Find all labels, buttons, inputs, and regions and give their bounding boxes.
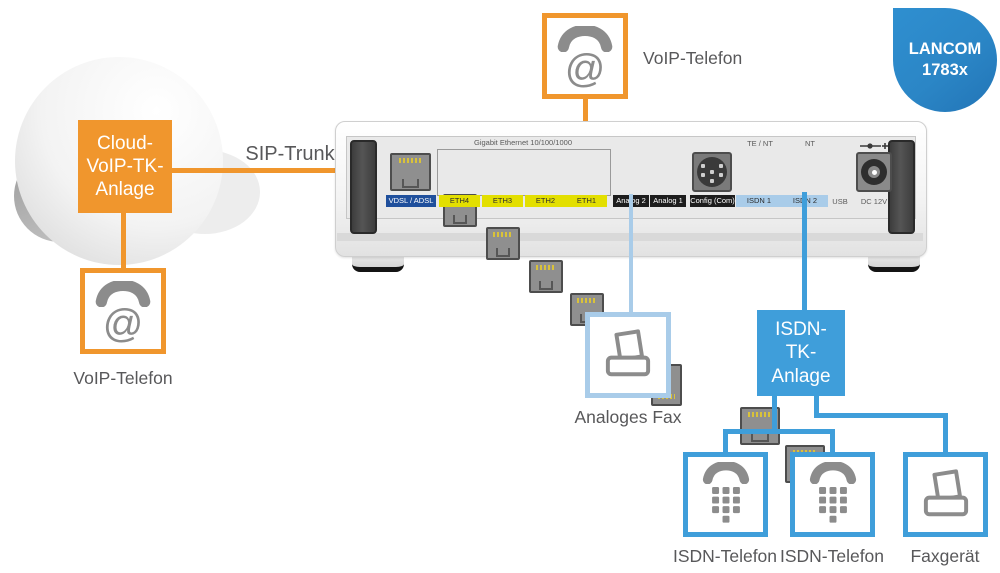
phone-keypad-icon [818, 487, 847, 523]
ethernet-port-group-frame [437, 149, 611, 196]
sip-trunk-label: SIP-Trunk [245, 143, 335, 165]
dc-power-jack [856, 152, 892, 192]
vdsl-port-label: VDSL / ADSL [386, 195, 436, 207]
eth2-port [529, 260, 563, 293]
lancom-model-badge: LANCOM 1783x [893, 8, 997, 112]
config-com-label: Config (Com) [690, 195, 735, 207]
analog1-label: Analog 1 [650, 195, 686, 207]
cloud-voip-pbx-box: Cloud- VoIP-TK- Anlage [78, 120, 172, 213]
fax-icon [923, 468, 968, 516]
isdn-pbx-box: ISDN- TK- Anlage [757, 310, 845, 396]
eth3-label: ETH3 [482, 195, 523, 207]
vdsl-port [390, 153, 431, 191]
router-vent-right [888, 140, 915, 234]
fax-drop-line [943, 413, 948, 454]
eth1-label: ETH1 [566, 195, 607, 207]
fax-icon [605, 329, 651, 377]
pbx-branch-fax-hline [814, 413, 948, 418]
isdn-telefon-1-box [683, 452, 768, 537]
dc-label: DC 12V [860, 197, 888, 206]
usb-label: USB [832, 197, 848, 206]
pbx-branch-phones-hline [723, 429, 835, 434]
te-nt-label: TE / NT [747, 139, 773, 148]
dc-polarity-icon [860, 143, 888, 149]
faxgeraet-box [903, 452, 988, 537]
analog2-to-fax-line [629, 194, 633, 312]
phone-handset-icon [557, 26, 613, 52]
gigabit-ethernet-label: Gigabit Ethernet 10/100/1000 [474, 138, 572, 147]
eth2-label: ETH2 [525, 195, 566, 207]
badge-model: 1783x [922, 61, 968, 79]
phone-handset-icon [809, 462, 856, 484]
analog-fax-box [585, 312, 671, 398]
phone-keypad-icon [711, 487, 740, 523]
voip-telefon-left-box: @ [80, 268, 166, 354]
eth4-label: ETH4 [439, 195, 480, 207]
badge-brand: LANCOM [908, 40, 982, 59]
at-symbol-icon: @ [102, 302, 144, 346]
phone-handset-icon [95, 281, 151, 307]
faxgeraet-label: Faxgerät [910, 546, 980, 566]
sip-trunk-line [170, 168, 410, 173]
eth3-port [486, 227, 520, 260]
voip-telefon-top-box: @ [542, 13, 628, 99]
pbx-branch-left-stub [772, 396, 777, 434]
analog-fax-label: Analoges Fax [574, 407, 682, 427]
isdn2-to-pbx-line [802, 192, 807, 310]
isdn-telefon-1-label: ISDN-Telefon [672, 546, 778, 566]
config-com-port [692, 152, 732, 192]
at-symbol-icon: @ [564, 47, 606, 91]
isdn-telefon-2-label: ISDN-Telefon [779, 546, 885, 566]
router-vent-left [350, 140, 377, 234]
nt-label: NT [805, 139, 815, 148]
din-connector-icon [697, 157, 727, 187]
phone-handset-icon [702, 462, 749, 484]
pbx-branch-right-stub [814, 396, 819, 418]
phone2-drop-line [830, 429, 835, 454]
isdn-telefon-2-box [790, 452, 875, 537]
isdn1-label: ISDN 1 [736, 195, 782, 207]
phone1-drop-line [723, 429, 728, 454]
voip-telefon-top-label: VoIP-Telefon [643, 48, 743, 68]
cloud-to-voip-line [121, 213, 126, 270]
voip-telefon-left-label: VoIP-Telefon [73, 368, 173, 388]
